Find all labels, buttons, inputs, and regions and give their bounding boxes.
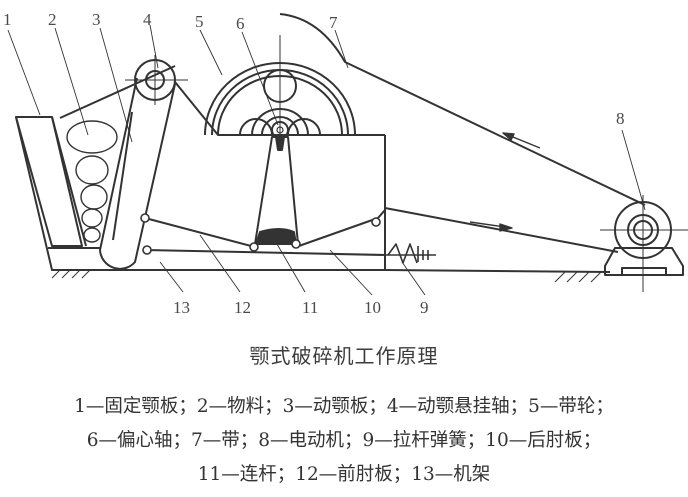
callout-labels: 1 2 3 4 5 6 7 8 9 10 11 12 13: [3, 10, 625, 317]
callout-leaders: [7, 24, 646, 296]
material-lumps: [66, 120, 118, 243]
belt: [279, 13, 646, 253]
callout-11: 11: [302, 298, 318, 317]
callout-12: 12: [234, 298, 251, 317]
legend-line-1: 1—固定颚板；2—物料；3—动颚板；4—动颚悬挂轴；5—带轮；: [74, 396, 614, 417]
legend-line-2: 6—偏心轴；7—带；8—电动机；9—拉杆弹簧；10—后肘板；: [86, 430, 602, 451]
callout-1: 1: [3, 10, 12, 29]
callout-13: 13: [173, 298, 190, 317]
pulley: [204, 35, 356, 150]
callout-7: 7: [329, 13, 338, 32]
ground-hatch: [51, 269, 602, 283]
electric-motor: [600, 195, 688, 292]
callout-9: 9: [420, 298, 429, 317]
pivot-points: [140, 213, 381, 255]
callout-5: 5: [195, 12, 204, 31]
fixed-jaw-plate: [15, 116, 87, 247]
callout-10: 10: [364, 298, 381, 317]
tie-rod-spring: [385, 243, 436, 264]
legend-line-3: 11—连杆；12—前肘板；13—机架: [197, 464, 491, 485]
callout-2: 2: [48, 10, 57, 29]
connecting-rod: [254, 136, 299, 245]
jaw-crusher-diagram: 1 2 3 4 5 6 7 8 9 10 11 12 13: [3, 10, 688, 317]
callout-4: 4: [143, 10, 152, 29]
callout-3: 3: [92, 10, 101, 29]
belt-arrows: [469, 132, 541, 232]
diagram-title: 颚式破碎机工作原理: [249, 344, 439, 368]
callout-8: 8: [616, 109, 625, 128]
movable-jaw-plate: [99, 55, 188, 270]
callout-6: 6: [236, 14, 245, 33]
